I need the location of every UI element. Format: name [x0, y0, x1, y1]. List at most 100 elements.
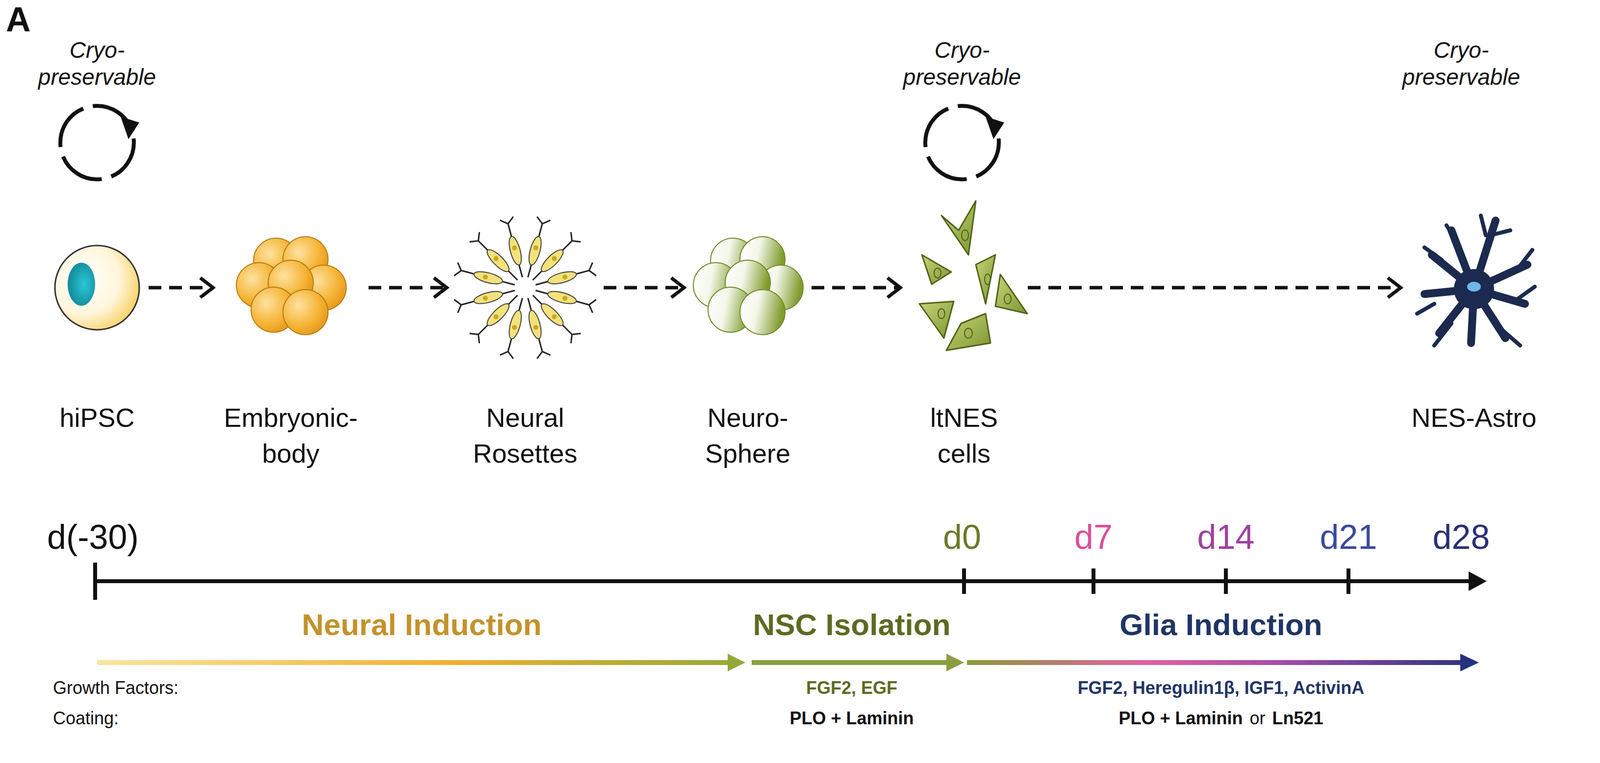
neurosphere [739, 289, 786, 335]
heading-label: d14 [1197, 516, 1255, 559]
stage-label: Neural Rosettes [472, 400, 578, 472]
neural-rosette [588, 262, 596, 277]
neurosphere [693, 236, 804, 335]
text-label: Cryo- preservable [883, 36, 1041, 91]
neural-rosette [500, 351, 514, 359]
timeline-arrowhead [1468, 571, 1487, 592]
spacer [964, 215, 965, 401]
astrocyte-nucleus [1467, 281, 1481, 292]
text-label: FGF2, EGF [806, 677, 898, 699]
flow-arrow [811, 278, 901, 298]
spacer [747, 215, 749, 401]
astrocyte [1417, 215, 1535, 346]
neural-rosette [484, 301, 513, 330]
neural-rosette [570, 232, 581, 243]
arrowhead [433, 278, 447, 298]
embryoid-body [236, 236, 347, 335]
neural-rosette [469, 232, 480, 243]
stage-label: Neuro- Sphere [705, 400, 791, 472]
ltnes-cells [919, 201, 1028, 351]
ltnes-cells [946, 313, 991, 351]
timeline [95, 579, 1472, 584]
stage-label: hiPSC [59, 400, 135, 436]
neural-rosette [538, 247, 567, 276]
heading-label: d0 [942, 516, 982, 559]
neural-rosette [562, 274, 568, 280]
spacer [97, 215, 98, 401]
text-label: Coating: [52, 708, 119, 730]
arrowhead [200, 278, 213, 298]
cycle-arrow [925, 105, 999, 180]
dashed-line [603, 286, 683, 290]
cell-stage: ltNES cells [905, 215, 1023, 472]
hipsc-cell [67, 262, 96, 306]
neural-rosette [482, 296, 488, 302]
cell-stage: Neural Rosettes [451, 215, 599, 472]
neural-rosette [511, 325, 517, 331]
neural-rosette [538, 301, 567, 330]
timeline [1223, 568, 1228, 595]
neural-rosette [472, 269, 504, 287]
cycle-arrowhead [985, 116, 1005, 140]
cycle-arrowhead [120, 116, 1005, 140]
ltnes-cells [995, 274, 1028, 314]
phase-bar [751, 660, 948, 666]
cycle-arrow [60, 105, 134, 180]
dashed-line [368, 286, 445, 290]
timeline [1091, 568, 1096, 595]
heading-label: Glia Induction [1119, 607, 1322, 644]
neural-rosette [493, 314, 499, 320]
embryoid-body [282, 289, 329, 335]
dashed-line [148, 286, 211, 290]
neural-rosette [454, 299, 461, 313]
neural-rosette [454, 216, 597, 359]
timeline [93, 562, 98, 601]
text-label: PLO + Laminin [789, 708, 914, 730]
heading-label: d28 [1432, 516, 1491, 559]
text-label: FGF2, Heregulin1β, IGF1, ActivinA [1077, 677, 1365, 699]
neural-rosette [506, 235, 524, 267]
ltnes-nucleus [934, 268, 941, 279]
heading-label: NSC Isolation [752, 607, 951, 644]
coating-row: PLO + Laminin or Ln521 [1118, 708, 1323, 730]
arrowhead [887, 278, 901, 298]
coating-text: PLO + Laminin [1118, 708, 1243, 730]
heading-label: A [5, 0, 31, 41]
coating-text: or [1249, 708, 1266, 730]
stage-label: Embryonic- body [223, 400, 358, 472]
phase-bar [97, 660, 730, 666]
ltnes-nucleus [964, 328, 973, 339]
text-label: Growth Factors: [52, 677, 179, 699]
phase-bar [966, 660, 1463, 666]
heading-label: d(-30) [47, 516, 139, 559]
coating-text: Ln521 [1272, 708, 1324, 730]
stage-label: NES-Astro [1411, 400, 1537, 436]
ltnes-cells [941, 201, 976, 255]
astrocyte [1417, 215, 1535, 346]
stage-label: ltNES cells [930, 400, 998, 472]
neural-rosette [482, 274, 488, 280]
ltnes-cells [921, 254, 952, 285]
neural-rosette [562, 296, 568, 302]
cell-stage: hiPSC [50, 215, 144, 436]
ltnes-cells [975, 254, 996, 305]
neural-rosette [469, 333, 480, 344]
neural-rosette [506, 309, 524, 341]
cycle-arrowhead [120, 116, 140, 140]
neural-rosette [484, 247, 513, 276]
neural-rosette [472, 289, 504, 307]
neural-rosette [533, 325, 539, 331]
neural-rosette [526, 235, 544, 267]
neural-rosette [588, 299, 596, 313]
text-label: Cryo- preservable [18, 36, 176, 91]
flow-arrow [148, 278, 213, 298]
cell-stage: NES-Astro [1405, 215, 1543, 436]
ltnes-cells [919, 301, 954, 339]
phase-bar [1460, 654, 1479, 672]
neural-rosette [500, 216, 514, 224]
neural-rosette [546, 289, 578, 307]
hipsc-cell [54, 245, 140, 331]
phase-bar [97, 654, 1479, 672]
